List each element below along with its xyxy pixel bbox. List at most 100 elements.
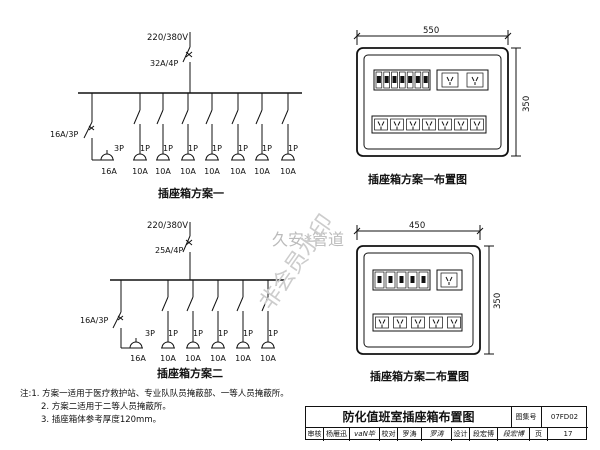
layout1-breaker <box>406 71 414 89</box>
layout1-top-socket-group <box>436 69 489 91</box>
layout2-socket <box>411 316 425 329</box>
layout2-socket <box>429 316 443 329</box>
layout1-socket <box>374 118 388 131</box>
scheme2-socket-4 <box>236 338 250 349</box>
layout2-breaker <box>418 271 429 289</box>
scheme2-pole-label: 3P <box>145 329 155 338</box>
layout2-box-inner <box>363 252 474 348</box>
scheme1-rating-label: 10A <box>132 167 148 176</box>
scheme1-rating-label: 10A <box>155 167 171 176</box>
scheme2-rating-label: 10A <box>235 354 251 363</box>
atlas-label: 图集号 <box>511 407 542 428</box>
layout1-top-socket <box>466 72 484 88</box>
page-label: 页 <box>530 427 548 441</box>
designer-signature: 段宏博 <box>498 427 530 441</box>
layout1-socket <box>390 118 404 131</box>
scheme1-rating-label: 16A <box>101 167 117 176</box>
scheme1-pole-label: 1P <box>188 144 198 153</box>
scheme1-socket-2 <box>156 150 170 161</box>
scheme1-pole-label: 1P <box>262 144 272 153</box>
layout2-box-outer <box>356 245 481 355</box>
scheme1-pole-label: 1P <box>163 144 173 153</box>
scheme2-pole-label: 1P <box>168 329 178 338</box>
note-2: 2. 方案二适用于二等人员掩蔽所。 <box>41 402 171 412</box>
layout1-breaker <box>391 71 398 89</box>
layout1-socket <box>422 118 436 131</box>
title-block: 防化值班室插座箱布置图 图集号 07FD02 审核 杨雁迅 vaN毕 校对 罗涛… <box>305 406 588 441</box>
layout1-caption: 插座箱方案一布置图 <box>368 172 467 186</box>
scheme2-rating-label: 10A <box>185 354 201 363</box>
scheme1-pole-label: 1P <box>140 144 150 153</box>
scheme2-rating-label: 10A <box>260 354 276 363</box>
reviewer-signature: vaN毕 <box>350 427 380 441</box>
atlas-number: 07FD02 <box>541 407 588 428</box>
layout2-caption: 插座箱方案二布置图 <box>370 369 469 383</box>
scheme1-socket-5 <box>231 150 245 161</box>
layout1-breaker <box>383 71 390 89</box>
scheme1-socket-4 <box>205 150 219 161</box>
scheme1-branch-breaker: 16A/3P <box>50 130 78 139</box>
notes-prefix: 注: <box>20 389 32 399</box>
designer-name: 段宏博 <box>470 427 498 441</box>
layout1-socket <box>454 118 468 131</box>
scheme2-socket-5 <box>261 338 275 349</box>
scheme1-socket-3 <box>181 150 195 161</box>
scheme2-pole-label: 1P <box>243 329 253 338</box>
checker-signature: 罗涛 <box>422 427 452 441</box>
layout1-socket-row <box>371 115 487 134</box>
layout1-box-inner <box>363 54 502 150</box>
layout2-top-socket <box>440 272 458 288</box>
layout2-breaker <box>407 271 418 289</box>
layout1-socket <box>438 118 452 131</box>
note-1: 1. 方案一适用于医疗救护站、专业队队员掩蔽部、一等人员掩蔽所。 <box>31 389 289 399</box>
review-label: 审核 <box>306 427 324 441</box>
layout1-breaker <box>422 71 429 89</box>
layout2-width-dim: 450 <box>409 221 425 231</box>
layout1-breaker <box>399 71 406 89</box>
scheme1-main-breaker: 32A/4P <box>150 59 178 68</box>
layout1-drawing: 550 350 插座箱方案一布置图 <box>353 26 532 186</box>
layout1-socket <box>470 118 484 131</box>
scheme1-pole-label: 3P <box>114 144 124 153</box>
layout2-breaker-group <box>372 269 431 291</box>
layout2-breaker <box>396 271 407 289</box>
note-3: 3. 插座箱体参考厚度120mm。 <box>41 415 162 425</box>
scheme1-rating-label: 10A <box>204 167 220 176</box>
scheme1-rating-label: 10A <box>280 167 296 176</box>
design-label: 设计 <box>452 427 470 441</box>
scheme1-socket-7 <box>281 150 295 161</box>
scheme2-socket-1 <box>161 338 175 349</box>
layout1-breaker <box>375 71 383 89</box>
scheme2-supply: 220/380V <box>147 221 188 231</box>
scheme2-main-breaker: 25A/4P <box>155 246 183 255</box>
scheme1-caption: 插座箱方案一 <box>158 186 224 200</box>
scheme1-pole-label: 1P <box>212 144 222 153</box>
scheme2-rating-label: 10A <box>160 354 176 363</box>
scheme2-socket-2 <box>186 338 200 349</box>
layout2-socket <box>447 316 461 329</box>
scheme2-caption: 插座箱方案二 <box>157 366 223 380</box>
layout1-box-outer <box>356 47 509 157</box>
scheme1-rating-label: 10A <box>254 167 270 176</box>
page-number: 17 <box>563 430 573 438</box>
layout2-height-dim: 350 <box>493 293 503 309</box>
layout1-width-dim: 550 <box>423 26 439 36</box>
layout2-socket <box>393 316 407 329</box>
scheme2-pole-label: 1P <box>193 329 203 338</box>
scheme2-pole-label: 1P <box>218 329 228 338</box>
scheme2-diagram: 220/380V 25A/4P 16A/3P 3P16A1P10A1P10A1P… <box>80 221 285 380</box>
layout2-drawing: 450 350 插座箱方案二布置图 <box>353 221 503 383</box>
notes: 注:1. 方案一适用于医疗救护站、专业队队员掩蔽部、一等人员掩蔽所。 2. 方案… <box>20 388 289 427</box>
layout2-breaker <box>385 271 396 289</box>
layout2-socket-row <box>372 313 463 332</box>
layout1-breaker-group <box>373 69 431 91</box>
title-block-signatures: 审核 杨雁迅 vaN毕 校对 罗涛 罗涛 设计 段宏博 段宏博 页 17 <box>306 427 588 441</box>
watermark-text: 久安*管道 <box>272 230 345 249</box>
layout1-height-dim: 350 <box>522 96 532 112</box>
checker-name: 罗涛 <box>398 427 422 441</box>
check-label: 校对 <box>380 427 398 441</box>
reviewer-name: 杨雁迅 <box>324 427 350 441</box>
scheme1-socket-0 <box>100 150 114 161</box>
scheme2-socket-0 <box>129 338 143 349</box>
layout1-socket <box>406 118 420 131</box>
